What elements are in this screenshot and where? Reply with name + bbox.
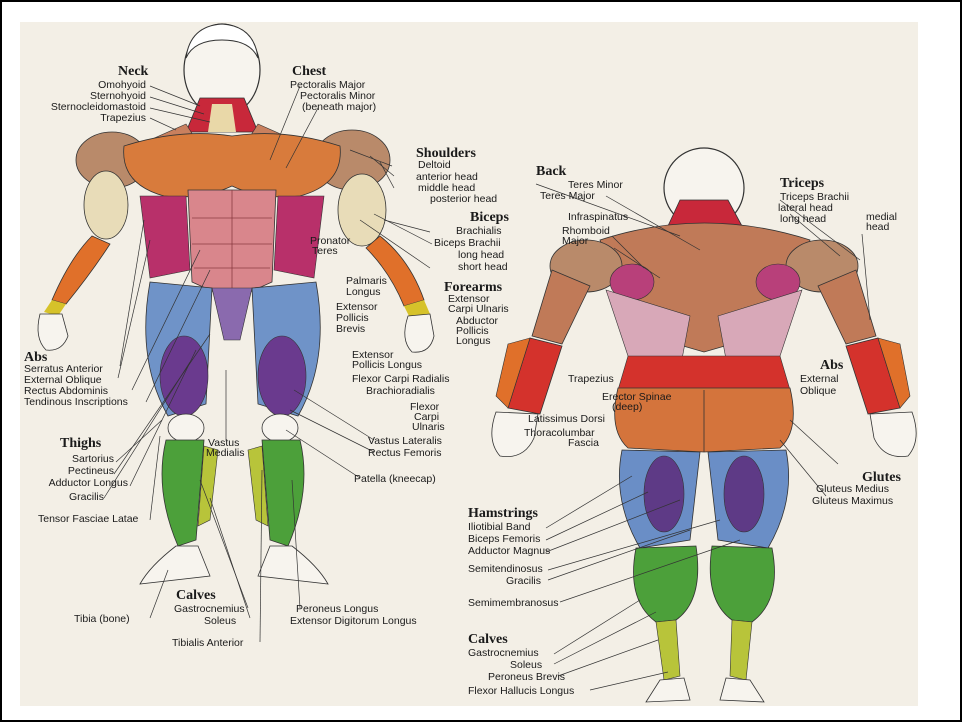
label-latissimus-dorsi: Latissimus Dorsi [528,414,605,425]
label-gracilis-front: Gracilis [69,492,104,503]
thighs-header: Thighs [60,436,101,452]
label-flexor-hallucis: Flexor Hallucis Longus [468,686,574,697]
triceps-header: Triceps [780,176,824,192]
back-hamstring-left-purple [644,456,684,532]
label-carpi-ulnaris-ext: Carpi Ulnaris [448,304,509,315]
label-gracilis-back: Gracilis [506,576,541,587]
front-neck-center [208,104,236,132]
label-oblique-back: Oblique [800,386,836,397]
back-calf-right [710,546,774,622]
label-medialis: Medialis [206,448,245,459]
label-iliotibial-band: Iliotibial Band [468,522,530,533]
label-erector-deep: (deep) [612,402,642,413]
label-tensor-fasciae-latae: Tensor Fasciae Latae [38,514,138,525]
label-palmaris-longus: Longus [346,287,380,298]
chest-header: Chest [292,64,326,80]
front-knee-right [262,414,298,442]
front-forearm-left [52,236,110,304]
biceps-header: Biceps [470,210,509,226]
label-biceps-femoris: Biceps Femoris [468,534,540,545]
label-deltoid: Deltoid [418,160,451,171]
label-beneath-major: (beneath major) [302,102,376,113]
label-tibia: Tibia (bone) [74,614,130,625]
label-soleus-back: Soleus [510,660,542,671]
label-semimembranosus: Semimembranosus [468,598,558,609]
front-calf-left [162,440,204,546]
front-quad-right-purple [258,336,306,416]
label-gastrocnemius-back: Gastrocnemius [468,648,539,659]
label-patella: Patella (kneecap) [354,474,436,485]
label-soleus-front: Soleus [204,616,236,627]
label-abductor-longus: Longus [456,336,490,347]
abs-header-back: Abs [820,358,843,374]
back-shin-left [656,620,680,680]
label-posterior-head: posterior head [430,194,497,205]
label-adductor-magnus: Adductor Magnus [468,546,550,557]
label-short-head-biceps: short head [458,262,508,273]
label-rhomboid-major: Major [562,236,588,247]
label-ulnaris: Ulnaris [412,422,445,433]
label-semitendinosus: Semitendinosus [468,564,543,575]
label-pectineus: Pectineus [68,466,114,477]
label-teres-major: Teres Major [540,191,595,202]
label-brachioradialis: Brachioradialis [366,386,435,397]
front-hand-right [405,314,434,352]
back-lower-back [618,356,790,390]
label-vastus-lateralis: Vastus Lateralis [368,436,442,447]
back-hamstring-right-purple [724,456,764,532]
label-brevis: Brevis [336,324,365,335]
label-tendinous-inscriptions: Tendinous Inscriptions [24,397,128,408]
label-long-head-triceps: long head [780,214,826,225]
hamstrings-header: Hamstrings [468,506,538,522]
back-foot-right [720,678,764,702]
label-medial-head: head [866,222,889,233]
label-gluteus-medius: Gluteus Medius [816,484,889,495]
calves-header-front: Calves [176,588,216,604]
front-pectoral [124,134,341,197]
front-knee-left [168,414,204,442]
front-oblique-left [140,196,190,278]
label-flexor-carpi-radialis: Flexor Carpi Radialis [352,374,449,385]
back-shin-right [730,620,752,680]
label-brachialis: Brachialis [456,226,502,237]
label-gastrocnemius-front: Gastrocnemius [174,604,245,615]
back-calf-left [634,546,698,622]
calves-header-back: Calves [468,632,508,648]
back-foot-left [646,678,690,702]
front-hand-left [38,314,68,350]
label-extensor-digitorum: Extensor Digitorum Longus [290,616,417,627]
label-teres-front: Teres [312,246,338,257]
label-peroneus-brevis: Peroneus Brevis [488,672,565,683]
label-trapezius-front: Trapezius [100,113,146,124]
back-hand-right [870,412,916,457]
label-biceps-brachii: Biceps Brachii [434,238,501,249]
label-pollicis-longus: Pollicis Longus [352,360,422,371]
label-rectus-femoris: Rectus Femoris [368,448,442,459]
label-tibialis-anterior: Tibialis Anterior [172,638,243,649]
label-infraspinatus: Infraspinatus [568,212,628,223]
label-gluteus-maximus: Gluteus Maximus [812,496,893,507]
label-fascia: Fascia [568,438,599,449]
front-foot-right [258,546,328,584]
front-calf-right [262,440,304,546]
back-figure [492,148,916,702]
label-external-back: External [800,374,839,385]
label-trapezius-back: Trapezius [568,374,614,385]
front-foot-left [140,546,210,584]
back-header: Back [536,164,566,180]
label-peroneus-longus: Peroneus Longus [296,604,378,615]
neck-header: Neck [118,64,148,80]
label-long-head-biceps: long head [458,250,504,261]
label-sartorius: Sartorius [72,454,114,465]
label-adductor-longus: Adductor Longus [49,478,128,489]
front-biceps-left [84,171,128,239]
front-groin [212,288,252,340]
